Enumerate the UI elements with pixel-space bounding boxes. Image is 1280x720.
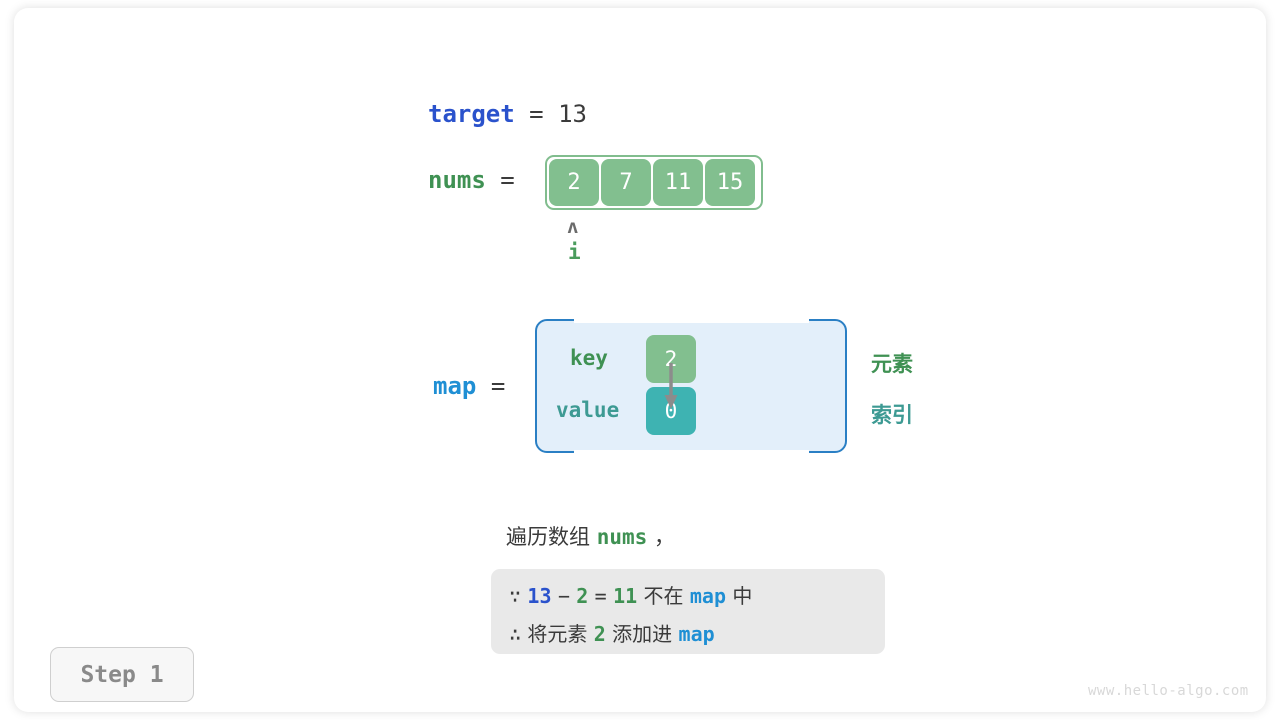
explanation-equals: = <box>594 584 607 608</box>
target-equals-sign: = <box>529 100 544 128</box>
map-equals-sign: = <box>490 372 506 400</box>
explanation2-map-ref: map <box>678 622 715 646</box>
index-pointer-caret-icon: ʌ <box>567 216 579 238</box>
array-cell: 7 <box>601 159 651 206</box>
target-declaration: target = 13 <box>428 100 587 128</box>
target-value: 13 <box>558 100 587 128</box>
explanation-mid-text: 不在 <box>637 584 690 608</box>
explanation-box <box>491 569 885 654</box>
step-badge: Step 1 <box>50 647 194 702</box>
map-value-label: value <box>556 398 620 422</box>
array-cell: 2 <box>549 159 599 206</box>
explanation-operand-a: 13 <box>527 584 552 608</box>
array-cell: 15 <box>705 159 755 206</box>
nums-equals-sign: = <box>500 166 515 194</box>
map-value-annotation: 索引 <box>871 403 913 427</box>
array-cell: 11 <box>653 159 703 206</box>
explanation-map-ref: map <box>689 584 727 608</box>
map-border-gap-top <box>574 316 809 323</box>
map-declaration: map = <box>433 372 505 400</box>
map-key-cell: 2 <box>646 335 696 383</box>
explanation-result: 11 <box>613 584 638 608</box>
therefore-symbol: ∴ <box>509 622 522 646</box>
explanation2-number: 2 <box>593 622 606 646</box>
caption-text: 遍历数组 nums ， <box>506 521 675 551</box>
nums-variable-name: nums <box>428 166 486 194</box>
explanation-operand-b: 2 <box>576 584 589 608</box>
index-pointer-label: i <box>568 240 581 264</box>
caption-suffix: ， <box>647 525 675 549</box>
diagram-canvas: target = 13 nums = 2 7 11 15 ʌ i map = k… <box>14 8 1266 712</box>
map-key-label: key <box>570 346 608 370</box>
explanation2-start-text: 将元素 <box>521 622 594 646</box>
explanation2-mid-text: 添加进 <box>605 622 679 646</box>
explanation-end-text: 中 <box>726 584 753 608</box>
nums-array-cells: 2 7 11 15 <box>549 159 755 206</box>
map-variable-name: map <box>433 372 477 400</box>
target-variable-name: target <box>428 100 515 128</box>
caption-code: nums <box>596 525 648 549</box>
down-arrow-icon <box>664 363 678 409</box>
caption-prefix: 遍历数组 <box>506 525 597 549</box>
explanation-line-therefore: ∴ 将元素 2 添加进 map <box>509 618 715 647</box>
map-key-annotation: 元素 <box>871 352 913 376</box>
because-symbol: ∵ <box>509 584 522 608</box>
watermark: www.hello-algo.com <box>1088 683 1249 699</box>
map-border-gap-bottom <box>574 450 809 457</box>
explanation-line-because: ∵ 13 − 2 = 11 不在 map 中 <box>509 580 752 609</box>
nums-declaration: nums = <box>428 166 515 194</box>
explanation-minus: − <box>557 584 570 608</box>
